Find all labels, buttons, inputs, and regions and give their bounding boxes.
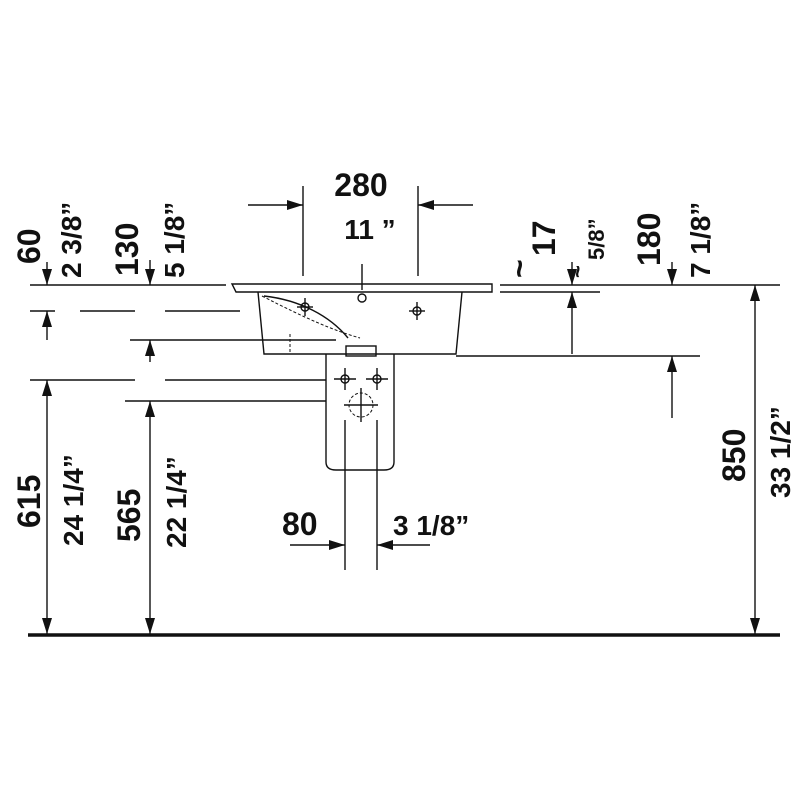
pedestal-connections xyxy=(334,368,388,422)
rim-in-label: 2 3/8” xyxy=(56,202,87,278)
waste-height-in-label: 24 1/4” xyxy=(58,454,89,546)
width-in-label: 11 ” xyxy=(344,214,395,245)
overflow-approx-mark: ~ xyxy=(501,259,537,278)
siphon-mm-label: 180 xyxy=(631,213,667,266)
rim-mm-label: 60 xyxy=(11,228,47,264)
bowl-depth-mm-label: 130 xyxy=(109,223,145,276)
siphon-in-label: 7 1/8” xyxy=(685,202,716,278)
total-height-mm-label: 850 xyxy=(716,429,752,482)
waste-height-mm-label: 615 xyxy=(11,475,47,528)
pipe-width-mm-label: 80 xyxy=(282,506,318,542)
supply-height-in-label: 22 1/4” xyxy=(161,456,192,548)
bowl-depth-in-label: 5 1/8” xyxy=(159,202,190,278)
overflow-mm-label: 17 xyxy=(526,220,562,256)
tap-holes xyxy=(297,264,425,320)
supply-height-mm-label: 565 xyxy=(111,489,147,542)
overflow-in-approx-mark: ~ xyxy=(565,265,590,278)
overflow-in-label: 5/8” xyxy=(584,218,609,260)
dimension-lines xyxy=(42,200,760,634)
basin-outline xyxy=(230,283,493,471)
total-height-in-label: 33 1/2” xyxy=(765,406,796,498)
pipe-width-in-label: 3 1/8” xyxy=(393,510,469,541)
width-mm-label: 280 xyxy=(334,167,387,203)
